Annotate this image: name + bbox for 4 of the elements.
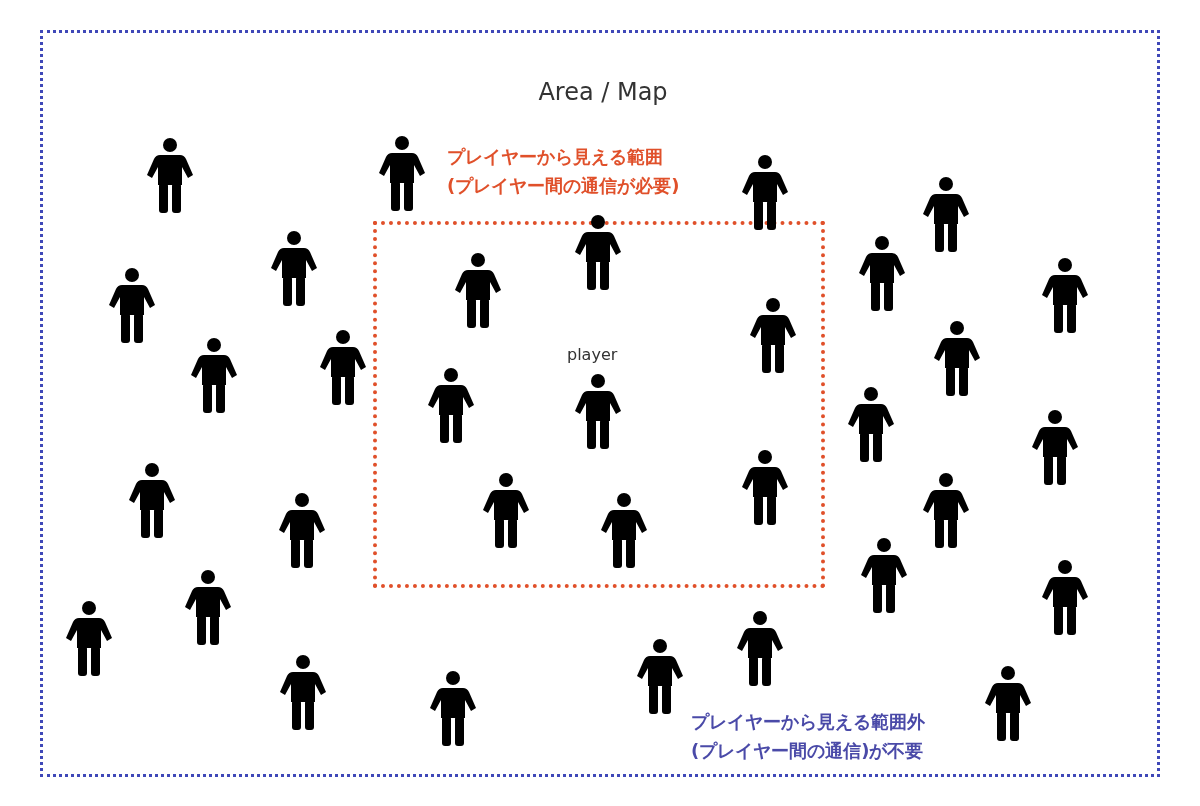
player-label: player <box>567 345 618 364</box>
outside-range-note: プレイヤーから見える範囲外(プレイヤー間の通信)が不要 <box>691 710 925 763</box>
area-title: Area / Map <box>537 77 669 108</box>
visible-range-note: プレイヤーから見える範囲(プレイヤー間の通信が必要) <box>447 145 680 198</box>
